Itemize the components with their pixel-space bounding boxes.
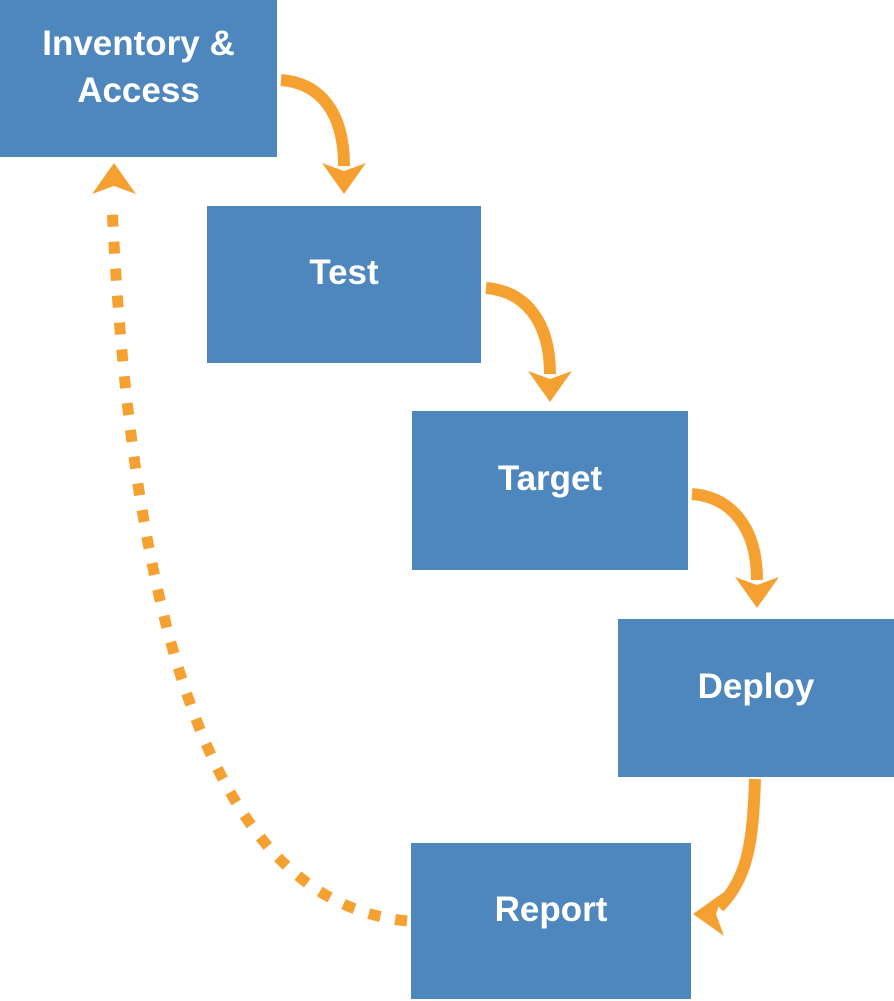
arrow-target-to-deploy-head <box>735 577 779 608</box>
arrow-inventory-to-test-head <box>322 163 366 194</box>
arrow-inventory-to-test-stem <box>280 74 350 167</box>
flow-box-test-label: Test <box>309 253 379 293</box>
arrow-report-to-inventory-head <box>92 163 136 194</box>
arrow-inventory-to-test <box>280 74 366 194</box>
arrow-report-to-inventory-stem <box>106 204 408 927</box>
arrow-deploy-to-report-stem <box>714 778 761 912</box>
flow-box-deploy: Deploy <box>618 619 894 777</box>
arrow-test-to-target-head <box>528 371 572 402</box>
arrow-test-to-target <box>485 282 572 402</box>
arrow-test-to-target-stem <box>485 282 556 375</box>
flow-box-target-label: Target <box>497 459 603 499</box>
arrow-deploy-to-report-head <box>693 892 724 936</box>
flow-box-inventory-access-label: Inventory & Access <box>42 24 235 110</box>
flow-box-target: Target <box>412 411 688 570</box>
arrow-report-to-inventory <box>92 163 408 927</box>
arrow-target-to-deploy <box>691 488 779 608</box>
flow-box-test: Test <box>207 206 481 363</box>
flow-box-inventory-access: Inventory & Access <box>0 0 277 157</box>
flow-box-report: Report <box>411 843 691 999</box>
flow-box-report-label: Report <box>494 889 608 929</box>
arrow-target-to-deploy-stem <box>691 488 763 581</box>
flow-box-deploy-label: Deploy <box>697 666 815 706</box>
arrow-deploy-to-report <box>693 778 761 936</box>
